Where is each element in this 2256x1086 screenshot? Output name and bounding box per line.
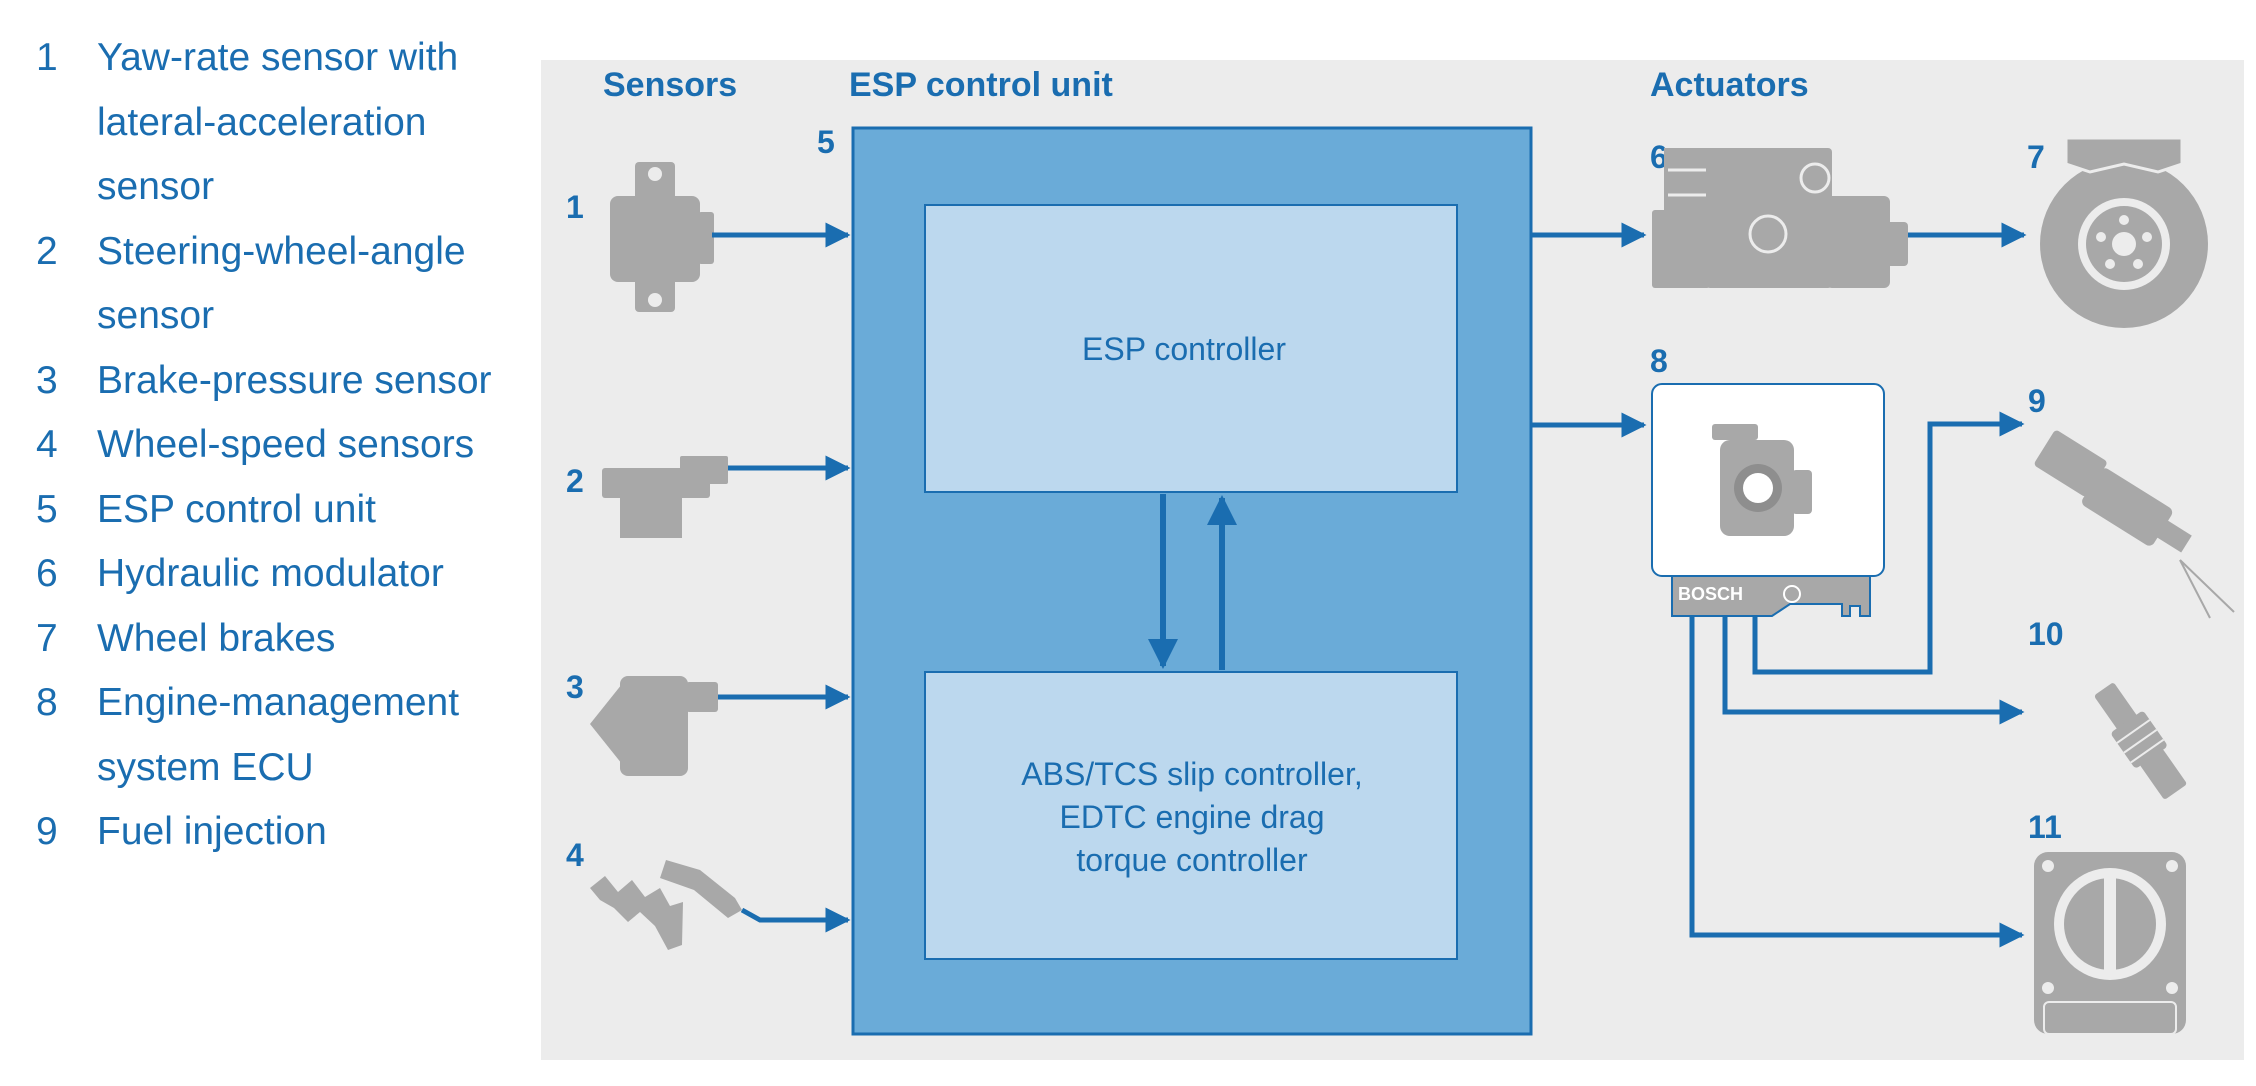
number-10: 10 (2028, 616, 2064, 652)
number-3: 3 (566, 669, 584, 705)
legend-number: 2 (36, 229, 58, 273)
actuators-header: Actuators (1650, 66, 1809, 104)
legend-text: Fuel injection (97, 810, 327, 853)
ecu-icon: BOSCH (1651, 383, 1885, 617)
arrow-ecu-to-throttle (1689, 616, 2025, 948)
number-4: 4 (566, 837, 584, 873)
legend-item-5: 5 ESP control unit (36, 478, 506, 543)
legend-item-9: 9 Fuel injection (36, 800, 506, 865)
legend-number: 6 (36, 552, 58, 595)
legend-number: 8 (36, 681, 58, 724)
legend-number: 4 (36, 423, 58, 466)
legend-number: 7 (36, 616, 58, 660)
legend-item-1: 1 Yaw-rate sensor with lateral-accelerat… (36, 26, 506, 220)
hydraulic-modulator-details (1668, 162, 1831, 254)
legend-text: ESP control unit (97, 487, 376, 531)
legend-number: 9 (36, 810, 58, 853)
number-7: 7 (2027, 139, 2045, 175)
legend-item-3: 3 Brake-pressure sensor (36, 349, 506, 414)
wheel-speed-sensor-icon (590, 860, 742, 950)
legend-text: Brake-pressure sensor (97, 358, 492, 402)
esp-controller-label: ESP controller (1082, 331, 1286, 367)
arrow-sensor4 (740, 907, 851, 933)
sensors-header: Sensors (603, 66, 737, 104)
number-2: 2 (566, 463, 584, 499)
ecu-brand-label: BOSCH (1678, 584, 1743, 604)
legend-number: 3 (36, 358, 58, 402)
control-unit-header: ESP control unit (849, 66, 1113, 104)
slip-controller-label-line3: torque controller (1076, 842, 1308, 878)
slip-controller-box (924, 671, 1458, 960)
legend-number: 1 (36, 36, 58, 79)
slip-controller-label-line2: EDTC engine drag (1059, 799, 1324, 835)
legend-item-4: 4 Wheel-speed sensors (36, 413, 506, 478)
steering-angle-sensor-icon (602, 456, 728, 538)
legend-text: Yaw-rate sensor with lateral-acceleratio… (97, 36, 459, 208)
wheel-brake-disc-icon (2040, 136, 2208, 328)
number-8: 8 (1650, 343, 1668, 379)
legend-text: Wheel brakes (97, 616, 336, 660)
arrow-ecu-to-fuel-injection (1752, 411, 2025, 675)
legend-list: 1 Yaw-rate sensor with lateral-accelerat… (36, 26, 506, 865)
legend-text: Steering-wheel-angle sensor (97, 229, 466, 338)
esp-controller-box (924, 204, 1458, 493)
brake-pressure-sensor-icon (590, 676, 718, 776)
arrow-ecu-to-ignition (1722, 616, 2025, 725)
legend-text: Engine-management system ECU (97, 681, 460, 789)
legend-item-8: 8 Engine-management system ECU (36, 671, 506, 800)
legend-number: 5 (36, 487, 58, 531)
number-9: 9 (2028, 383, 2046, 419)
yaw-rate-sensor-icon (610, 162, 714, 312)
number-11: 11 (2028, 809, 2062, 845)
legend-text: Hydraulic modulator (97, 552, 444, 595)
number-5: 5 (817, 124, 835, 160)
throttle-valve-icon (2034, 852, 2186, 1035)
spark-plug-icon (2094, 683, 2187, 799)
fuel-injector-icon (2034, 430, 2235, 619)
legend-text: Wheel-speed sensors (97, 423, 475, 466)
slip-controller-label-line1: ABS/TCS slip controller, (1021, 756, 1362, 792)
number-1: 1 (566, 189, 584, 225)
number-6: 6 (1650, 139, 1668, 175)
legend-item-2: 2 Steering-wheel-angle sensor (36, 220, 506, 349)
legend-item-6: 6 Hydraulic modulator (36, 542, 506, 607)
legend-item-7: 7 Wheel brakes (36, 607, 506, 672)
